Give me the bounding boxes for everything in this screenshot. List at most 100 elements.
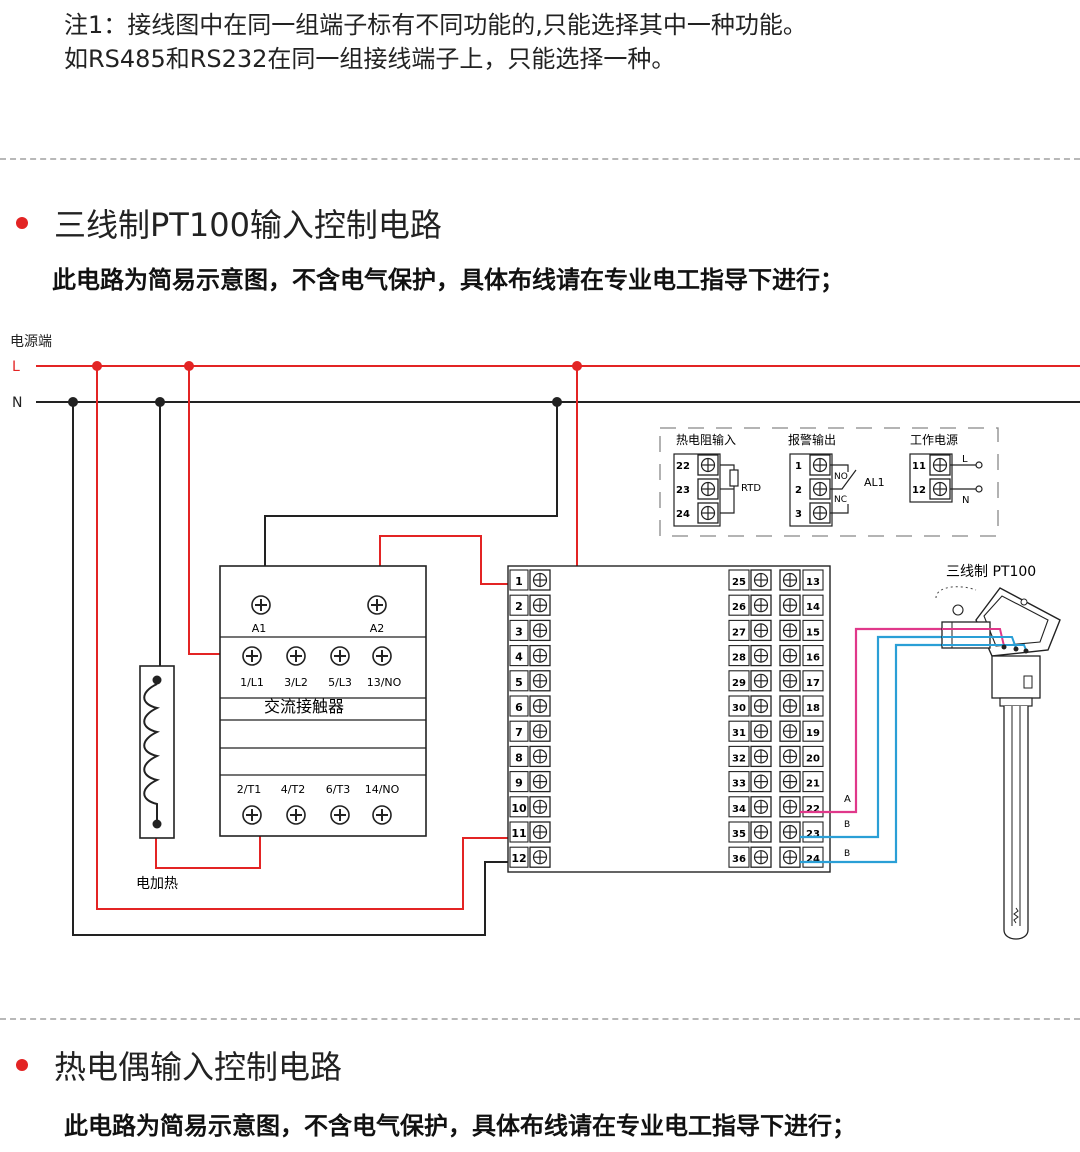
terminal-number-box: [728, 821, 750, 843]
terminal-number: 27: [732, 627, 746, 638]
terminal-number-box: [802, 695, 824, 717]
note-line-2: 如RS485和RS232在同一组接线端子上，只能选择一种。: [64, 45, 676, 73]
terminal-number-box: [802, 645, 824, 667]
switch-contact-icon: [830, 469, 857, 490]
terminal-screw-icon: [367, 595, 387, 615]
top-terminal-label: 1/L1: [240, 676, 264, 689]
terminal-block-icon: [750, 821, 772, 843]
terminal-number-box: [728, 619, 750, 641]
terminal-number-box: [802, 619, 824, 641]
terminal-number: 11: [511, 827, 526, 840]
wire-B-terminal-23: [800, 635, 942, 839]
terminal-screw-icon: [242, 805, 262, 825]
terminal-block-icon: [529, 670, 551, 692]
alarm-nc-label: NC: [834, 495, 847, 505]
terminal-number: 16: [806, 653, 820, 664]
rtd-terminal-number: 23: [676, 485, 690, 496]
terminal-number-box: [802, 771, 824, 793]
terminal-number-box: [802, 594, 824, 616]
terminal-number: 25: [732, 577, 746, 588]
power-terminal-number: 12: [912, 485, 926, 496]
terminal-block-icon: [529, 695, 551, 717]
top-terminal-label: 3/L2: [284, 676, 308, 689]
terminal-screw-icon: [372, 805, 392, 825]
terminal-number: 18: [806, 703, 820, 714]
terminal-number: 14: [806, 602, 820, 613]
terminal-block-icon: [750, 796, 772, 818]
terminal-block-icon: [697, 478, 719, 500]
terminal-number-box: [728, 645, 750, 667]
terminal-number: 26: [732, 602, 746, 613]
resistor-icon: [729, 469, 739, 487]
terminal-number: 2: [515, 600, 523, 613]
terminal-number-box: [802, 745, 824, 767]
bottom-terminal-label: 4/T2: [281, 783, 305, 796]
terminal-number: 9: [515, 777, 523, 790]
terminal-block-icon: [697, 454, 719, 476]
terminal-block-icon: [779, 644, 801, 667]
alarm-output-title: 报警输出: [788, 432, 836, 447]
terminal-block-icon: [529, 846, 551, 868]
terminal-number-box: [509, 569, 529, 591]
wire-T1-to-heater: [155, 820, 261, 869]
terminal-number: 32: [732, 753, 746, 764]
power-terminal-number: 11: [912, 461, 926, 472]
terminal-number-box: [509, 619, 529, 641]
terminal-block-icon: [529, 796, 551, 818]
terminal-number-box: [509, 695, 529, 717]
terminal-number-box: [728, 771, 750, 793]
top-terminal-label: 13/NO: [367, 676, 402, 689]
line-N-label: N: [12, 395, 22, 411]
terminal-number: 28: [732, 653, 746, 664]
power-N-label: N: [962, 495, 969, 506]
terminal-screw-icon: [330, 805, 350, 825]
terminal-number-box: [509, 821, 529, 843]
terminal-block-icon: [809, 502, 831, 524]
terminal-block-icon: [779, 695, 801, 717]
terminal-number: 22: [806, 804, 820, 815]
terminal-number: 10: [511, 802, 527, 815]
section-title-thermocouple: 热电偶输入控制电路: [16, 1042, 342, 1088]
terminal-number-box: [728, 695, 750, 717]
rtd-label: RTD: [741, 483, 761, 494]
terminal-number: 4: [515, 651, 523, 664]
terminal-block-icon: [697, 502, 719, 524]
terminal-block-icon: [750, 670, 772, 692]
terminal-number: 29: [732, 678, 746, 689]
terminal-screw-icon: [242, 646, 262, 666]
power-L-label: L: [962, 454, 968, 465]
rtd-terminal-number: 22: [676, 461, 690, 472]
wire-L-to-terminal-11: [96, 366, 528, 910]
terminal-number: 13: [806, 577, 820, 588]
terminal-number: 30: [732, 703, 746, 714]
terminal-number-box: [509, 745, 529, 767]
terminal-number: 34: [732, 804, 746, 815]
terminal-block-icon: [750, 569, 772, 591]
alarm-al1-label: AL1: [864, 476, 885, 489]
bottom-terminal-label: 6/T3: [326, 783, 350, 796]
terminal-block-icon: [929, 454, 951, 476]
terminal-number: 35: [732, 829, 746, 840]
heater: [139, 665, 175, 839]
alarm-no-label: NO: [834, 472, 848, 482]
terminal-block-icon: [750, 846, 772, 868]
contactor-name: 交流接触器: [264, 697, 344, 716]
terminal-screw-icon: [251, 595, 271, 615]
terminal-block-icon: [779, 594, 801, 616]
terminal-block-icon: [529, 619, 551, 642]
wire-N-to-A1: [264, 402, 558, 605]
work-power-title: 工作电源: [910, 433, 958, 447]
terminal-block-icon: [809, 454, 831, 476]
terminal-block-icon: [779, 745, 801, 768]
terminal-number-box: [509, 594, 529, 616]
terminal-block-icon: [529, 569, 551, 591]
alarm-terminal-number: 2: [795, 485, 802, 496]
terminal-number: 19: [806, 728, 820, 739]
terminal-number-box: [728, 846, 750, 868]
rtd-input-title: 热电阻输入: [676, 432, 736, 447]
terminal-legend: 热电阻输入 报警输出 工作电源 22 23 24 RTD 1 2 3 NO NC…: [659, 427, 999, 537]
wire-B-terminal-24: [800, 643, 942, 864]
terminal-block-icon: [529, 770, 551, 793]
